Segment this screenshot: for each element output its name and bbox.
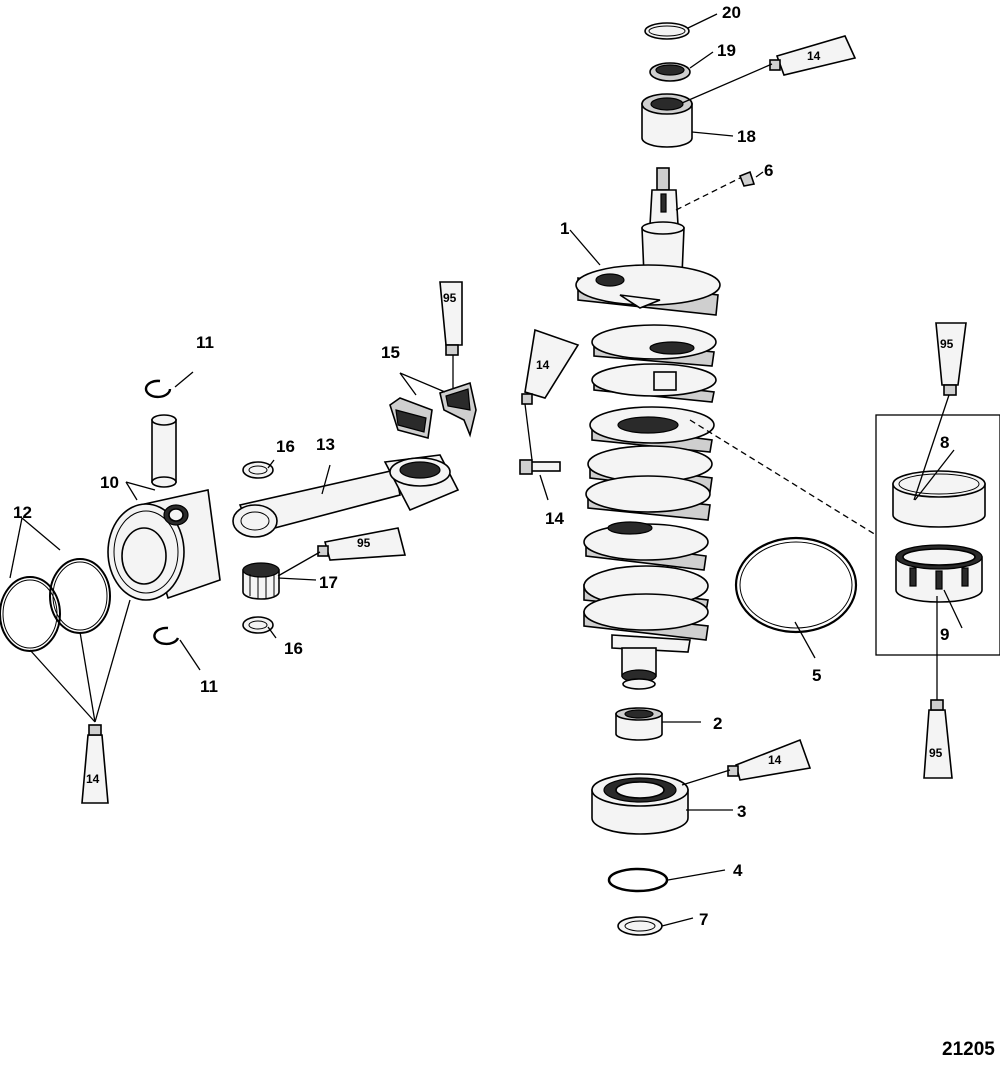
retaining-ring-11-bottom xyxy=(153,626,180,646)
callout-1: 1 xyxy=(560,219,569,238)
woodruff-key-6 xyxy=(738,170,756,187)
callout-4: 4 xyxy=(733,861,743,880)
seal-19 xyxy=(649,62,691,82)
tube-95-bottom: 95 xyxy=(923,699,953,779)
crankshaft xyxy=(575,167,721,690)
callout-11-top: 11 xyxy=(196,333,214,352)
callout-17: 17 xyxy=(319,573,338,592)
callout-5: 5 xyxy=(812,666,821,685)
tube-label-95-rod: 95 xyxy=(357,536,371,550)
callout-13: 13 xyxy=(316,435,335,454)
callout-9: 9 xyxy=(940,625,949,644)
callout-7: 7 xyxy=(699,910,708,929)
callout-6: 6 xyxy=(764,161,773,180)
callout-10: 10 xyxy=(100,473,119,492)
leader-lines xyxy=(9,13,963,927)
retaining-ring-4 xyxy=(607,867,669,893)
connecting-rod-13 xyxy=(232,454,460,538)
roller-bearing-18 xyxy=(641,93,693,148)
tube-95-rod: 95 xyxy=(317,527,407,561)
tube-14-mid: 14 xyxy=(521,328,580,405)
race-8 xyxy=(892,470,986,528)
callouts: 20 19 18 6 1 15 11 13 16 10 12 14 17 16 … xyxy=(13,3,949,929)
piston-10 xyxy=(107,489,221,601)
callout-16-bottom: 16 xyxy=(284,639,303,658)
rod-bolt-14 xyxy=(519,459,561,475)
figure-number: 21205 xyxy=(942,1039,995,1060)
callout-11-bottom: 11 xyxy=(200,677,218,696)
callout-2: 2 xyxy=(713,714,722,733)
callout-3: 3 xyxy=(737,802,746,821)
sleeve-2 xyxy=(615,707,663,741)
callout-14-bolt: 14 xyxy=(545,509,564,528)
piston-rings-12 xyxy=(0,558,111,652)
needle-bearing-9 xyxy=(895,544,983,603)
seal-ring-5 xyxy=(734,536,858,634)
washer-7 xyxy=(617,916,663,936)
tube-label-95-bottom: 95 xyxy=(929,746,943,760)
tube-label-14-left: 14 xyxy=(86,772,100,786)
tube-label-14-bearing: 14 xyxy=(768,753,782,767)
callout-12: 12 xyxy=(13,503,32,522)
callout-16-top: 16 xyxy=(276,437,295,456)
needle-bearing-17 xyxy=(242,562,280,600)
tube-14-bearing: 14 xyxy=(727,738,812,781)
retaining-ring-11-top xyxy=(144,379,172,399)
tube-14-left: 14 xyxy=(81,724,109,804)
washer-16-bottom xyxy=(242,616,274,634)
sealing-ring-20 xyxy=(644,22,690,40)
ball-bearing-3 xyxy=(591,773,689,835)
tube-95-top: 95 xyxy=(439,281,463,356)
inset-box xyxy=(875,414,1000,656)
callout-8: 8 xyxy=(940,433,949,452)
callout-18: 18 xyxy=(737,127,756,146)
tube-14-top: 14 xyxy=(769,35,857,76)
tube-label-14-mid: 14 xyxy=(536,358,550,372)
tube-95-right: 95 xyxy=(935,322,967,396)
bearing-cage-halves-15 xyxy=(389,381,477,440)
callout-19: 19 xyxy=(717,41,736,60)
tube-label-14-top: 14 xyxy=(807,49,821,63)
callout-20: 20 xyxy=(722,3,741,22)
tube-label-95-right: 95 xyxy=(940,337,954,351)
callout-15: 15 xyxy=(381,343,400,362)
piston-pin xyxy=(151,414,177,488)
tube-label-95-top: 95 xyxy=(443,291,457,305)
washer-16-top xyxy=(242,461,274,479)
